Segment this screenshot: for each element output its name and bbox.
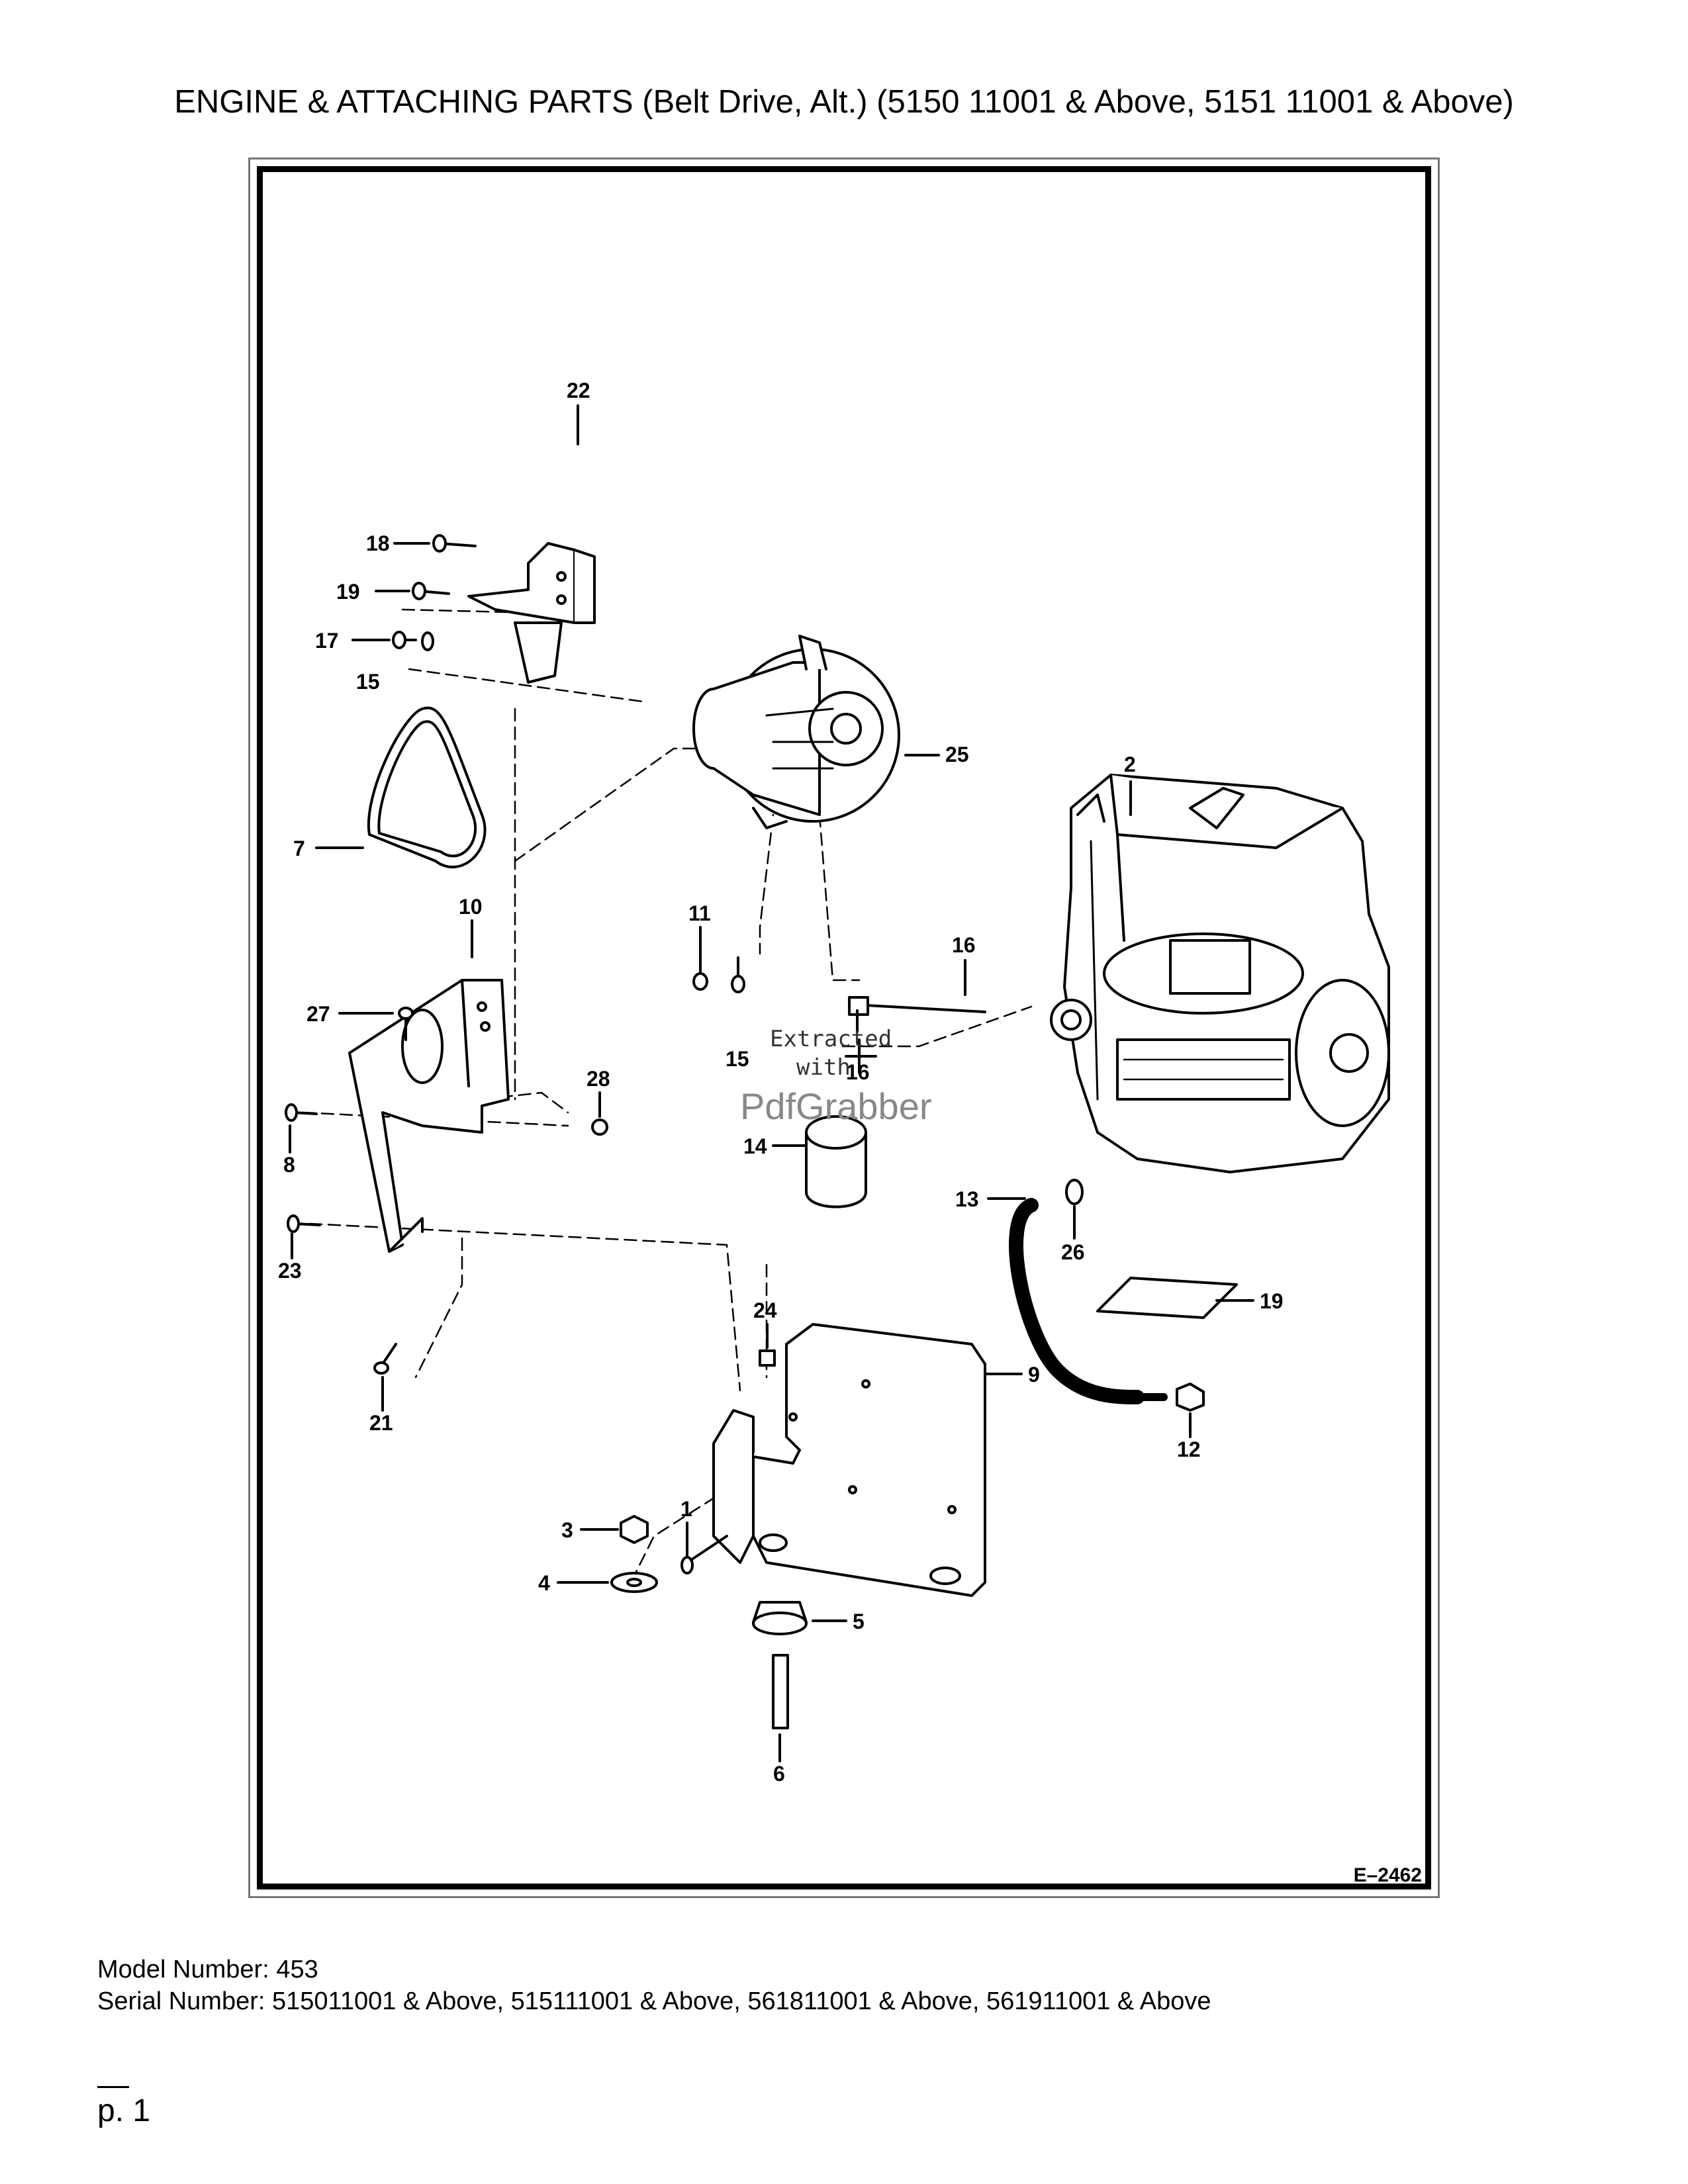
diagram-frame: 22 18 19 17 15 25 2 7 10 11 16 27 15 16 … xyxy=(248,158,1440,1898)
nut-part-12 xyxy=(1176,1383,1205,1412)
callout-12: 12 xyxy=(1177,1437,1201,1461)
bolt-part-18 xyxy=(392,631,417,649)
alternator-bracket-part-23 xyxy=(467,542,596,684)
callout-13: 13 xyxy=(955,1187,979,1211)
watermark-line-2: with xyxy=(796,1054,851,1081)
fitting-part-16 xyxy=(845,1038,877,1074)
callout-21: 19 xyxy=(336,580,360,604)
callout-labels: 22 18 19 17 15 25 2 7 10 11 16 27 15 16 … xyxy=(278,379,1284,1786)
bolt-part-28 xyxy=(398,1007,414,1041)
callout-3: 3 xyxy=(561,1518,573,1542)
bolt-part-8 xyxy=(285,1103,318,1122)
watermark: Extracted with PdfGrabber xyxy=(740,1026,932,1127)
washer-part-4 xyxy=(610,1572,658,1593)
nut-part-29 xyxy=(591,1118,608,1136)
watermark-line-1: Extracted xyxy=(770,1026,892,1052)
callout-18: 17 xyxy=(315,629,339,653)
callout-26: 25 xyxy=(945,743,969,766)
alternator-part-26 xyxy=(692,635,900,829)
gasket-part-20 xyxy=(1096,1277,1238,1319)
callout-22: 21 xyxy=(369,1411,393,1435)
nut-part-11 xyxy=(692,972,708,991)
callout-5: 5 xyxy=(853,1610,865,1633)
hose-part-13 xyxy=(1009,1198,1168,1404)
callout-15-top: 15 xyxy=(356,670,380,694)
callout-25: 24 xyxy=(753,1298,777,1322)
callout-24: 23 xyxy=(278,1259,302,1283)
bolt-part-6 xyxy=(772,1654,789,1729)
isolator-part-5 xyxy=(752,1601,808,1635)
callout-15-mid: 15 xyxy=(726,1047,749,1071)
page-title: ENGINE & ATTACHING PARTS (Belt Drive, Al… xyxy=(174,84,1514,120)
washer-part-15-mid xyxy=(731,975,745,993)
watermark-line-3: PdfGrabber xyxy=(740,1085,932,1127)
oil-filter-part-14 xyxy=(805,1115,867,1208)
callout-10: 10 xyxy=(459,895,483,919)
bolt-part-22 xyxy=(373,1343,397,1375)
leader-lines xyxy=(289,404,1254,1762)
callout-2: 2 xyxy=(1124,752,1136,776)
callout-20: 19 xyxy=(1260,1289,1284,1313)
callout-8: 8 xyxy=(283,1153,295,1177)
engine-bracket-part-10 xyxy=(348,979,510,1253)
callout-29: 28 xyxy=(586,1067,610,1091)
callout-9: 9 xyxy=(1028,1363,1040,1387)
page-rule xyxy=(97,2086,129,2088)
bolt-part-21 xyxy=(412,582,450,600)
figure-number: E–2462 xyxy=(1353,1864,1422,1886)
callout-7: 7 xyxy=(293,837,305,860)
exploded-parts-diagram: 22 18 19 17 15 25 2 7 10 11 16 27 15 16 … xyxy=(278,379,1390,1786)
model-number: Model Number: 453 xyxy=(97,1956,318,1983)
callout-6: 6 xyxy=(773,1762,785,1786)
callout-14: 14 xyxy=(743,1134,767,1158)
bolt-part-24 xyxy=(287,1214,321,1233)
nut-part-3 xyxy=(620,1515,649,1544)
mounting-plate-part-9 xyxy=(712,1323,986,1597)
fan-belt-part-7 xyxy=(367,706,487,869)
serial-number: Serial Number: 515011001 & Above, 515111… xyxy=(97,1987,1211,2015)
engine-part-2 xyxy=(1050,774,1390,1173)
callout-4: 4 xyxy=(538,1571,550,1595)
o-ring-part-27 xyxy=(1065,1179,1084,1205)
callout-28: 27 xyxy=(306,1002,330,1026)
callout-23: 22 xyxy=(567,379,590,402)
bolt-part-1 xyxy=(680,1535,728,1574)
callout-19: 18 xyxy=(366,531,390,555)
bolt-part-17 xyxy=(848,996,986,1016)
bolt-part-19 xyxy=(432,534,477,553)
diagram-border xyxy=(257,166,1431,1889)
callout-1: 1 xyxy=(680,1497,692,1521)
page-number: p. 1 xyxy=(97,2093,151,2128)
callout-27: 26 xyxy=(1061,1240,1085,1264)
callout-11: 11 xyxy=(688,901,711,925)
callout-16: 16 xyxy=(846,1060,870,1084)
nut-part-25 xyxy=(759,1349,776,1367)
washer-part-15-top xyxy=(421,631,434,651)
callout-17: 16 xyxy=(952,933,976,957)
